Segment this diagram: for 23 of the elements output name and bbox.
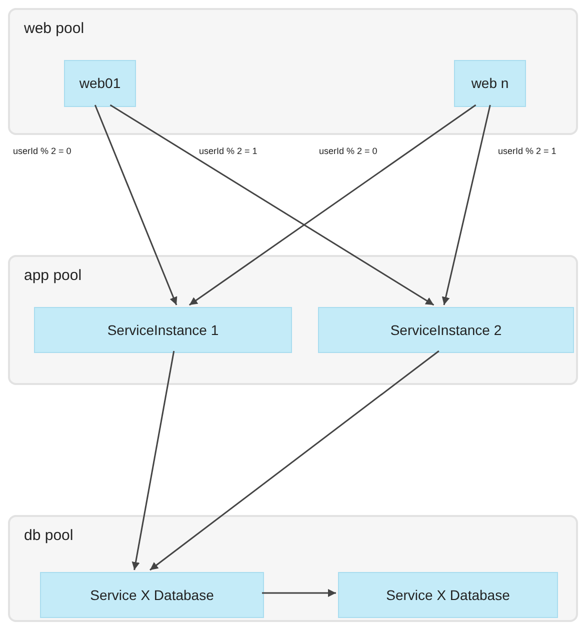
arrow xyxy=(110,104,434,306)
process-box: Service X Database xyxy=(338,572,558,618)
arrow xyxy=(150,350,440,571)
arrow xyxy=(442,104,491,306)
process-box: ServiceInstance 1 xyxy=(34,307,292,353)
arrow xyxy=(94,104,178,306)
pool-title: db pool xyxy=(24,526,74,546)
edge-label: userId % 2 = 0 xyxy=(318,146,378,157)
pool-panel xyxy=(8,515,578,622)
pool-panel xyxy=(8,8,578,135)
process-box: ServiceInstance 2 xyxy=(318,307,574,353)
pool-title: app pool xyxy=(24,266,82,286)
edge-label: userId % 2 = 1 xyxy=(497,146,558,157)
process-box: Service X Database xyxy=(40,572,264,618)
arrow xyxy=(132,350,175,570)
pool-panel xyxy=(8,255,578,385)
process-box: web01 xyxy=(64,60,136,107)
arrow xyxy=(188,104,476,306)
process-box: web n xyxy=(454,60,526,107)
arrow xyxy=(262,589,336,597)
pool-title: web pool xyxy=(24,19,84,39)
edge-label: userId % 2 = 1 xyxy=(198,146,258,157)
edge-label: userId % 2 = 0 xyxy=(12,146,72,157)
